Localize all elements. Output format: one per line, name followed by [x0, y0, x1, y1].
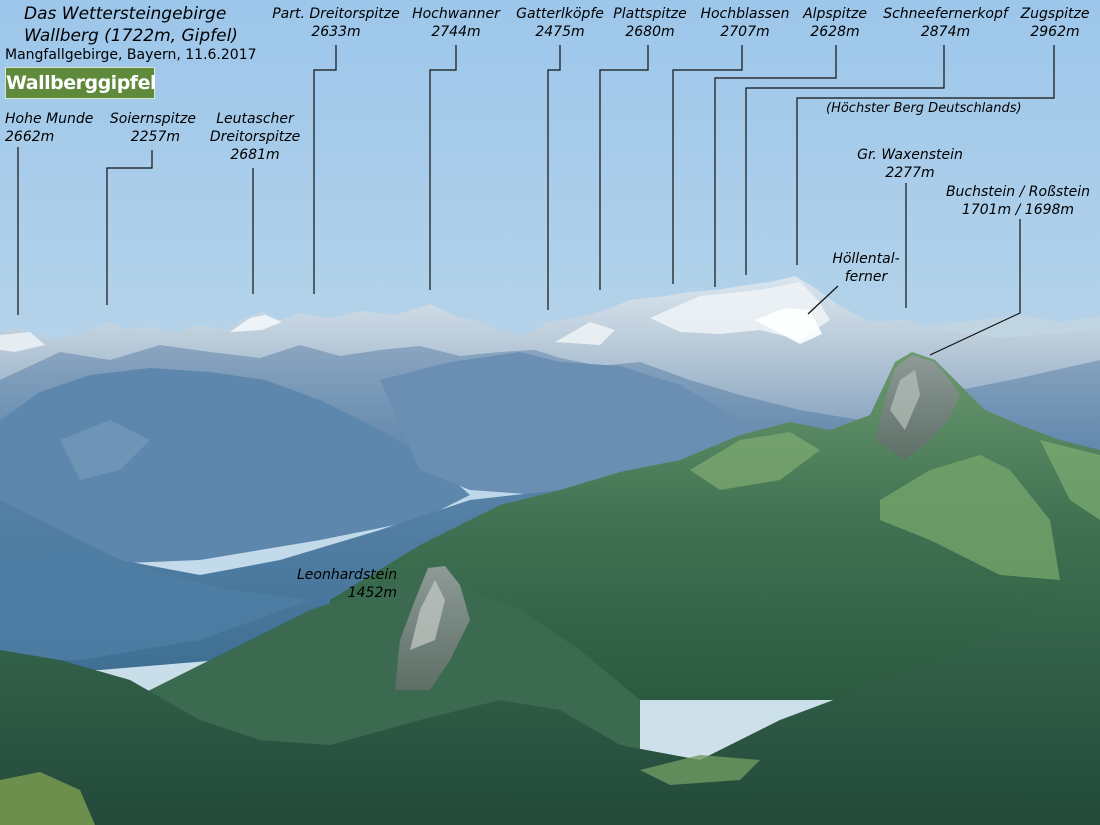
peak-label-schneefernerkopf: Schneefernerkopf 2874m	[883, 6, 1008, 40]
peak-label-leonhardstein: Leonhardstein 1452m	[297, 567, 398, 601]
wallberggipfel-badge: Wallberggipfel	[5, 67, 156, 99]
peak-label-soiernspitze: Soiernspitze 2257m	[109, 111, 196, 145]
peak-label-hochwanner: Hochwanner 2744m	[412, 6, 500, 40]
peak-label-buchstein: Buchstein / Roßstein 1701m / 1698m	[945, 184, 1091, 218]
peak-label-gatterlkoepfe: Gatterlköpfe 2475m	[516, 6, 604, 40]
peak-label-alpspitze: Alpspitze 2628m	[803, 6, 867, 40]
location-text: Wallberg (1722m, Gipfel)	[24, 26, 238, 46]
peak-label-waxenstein: Gr. Waxenstein 2277m	[857, 147, 963, 181]
zugspitze-note: (Höchster Berg Deutschlands)	[826, 101, 1022, 116]
region-date-text: Mangfallgebirge, Bayern, 11.6.2017	[5, 47, 257, 63]
peak-label-plattspitze: Plattspitze 2680m	[613, 6, 687, 40]
peak-label-hochblassen: Hochblassen 2707m	[700, 6, 790, 40]
peak-label-zugspitze: Zugspitze 2962m	[1020, 6, 1090, 40]
peak-label-leutascher-dreitorspitze: Leutascher Dreitorspitze 2681m	[209, 111, 301, 163]
peak-label-hohe-munde: Hohe Munde 2662m	[5, 111, 94, 145]
peak-label-dreitorspitze: Part. Dreitorspitze 2633m	[272, 6, 400, 40]
label-hoellentalferner: Höllental- ferner	[832, 251, 900, 285]
panorama-title: Das Wettersteingebirge	[24, 4, 227, 24]
